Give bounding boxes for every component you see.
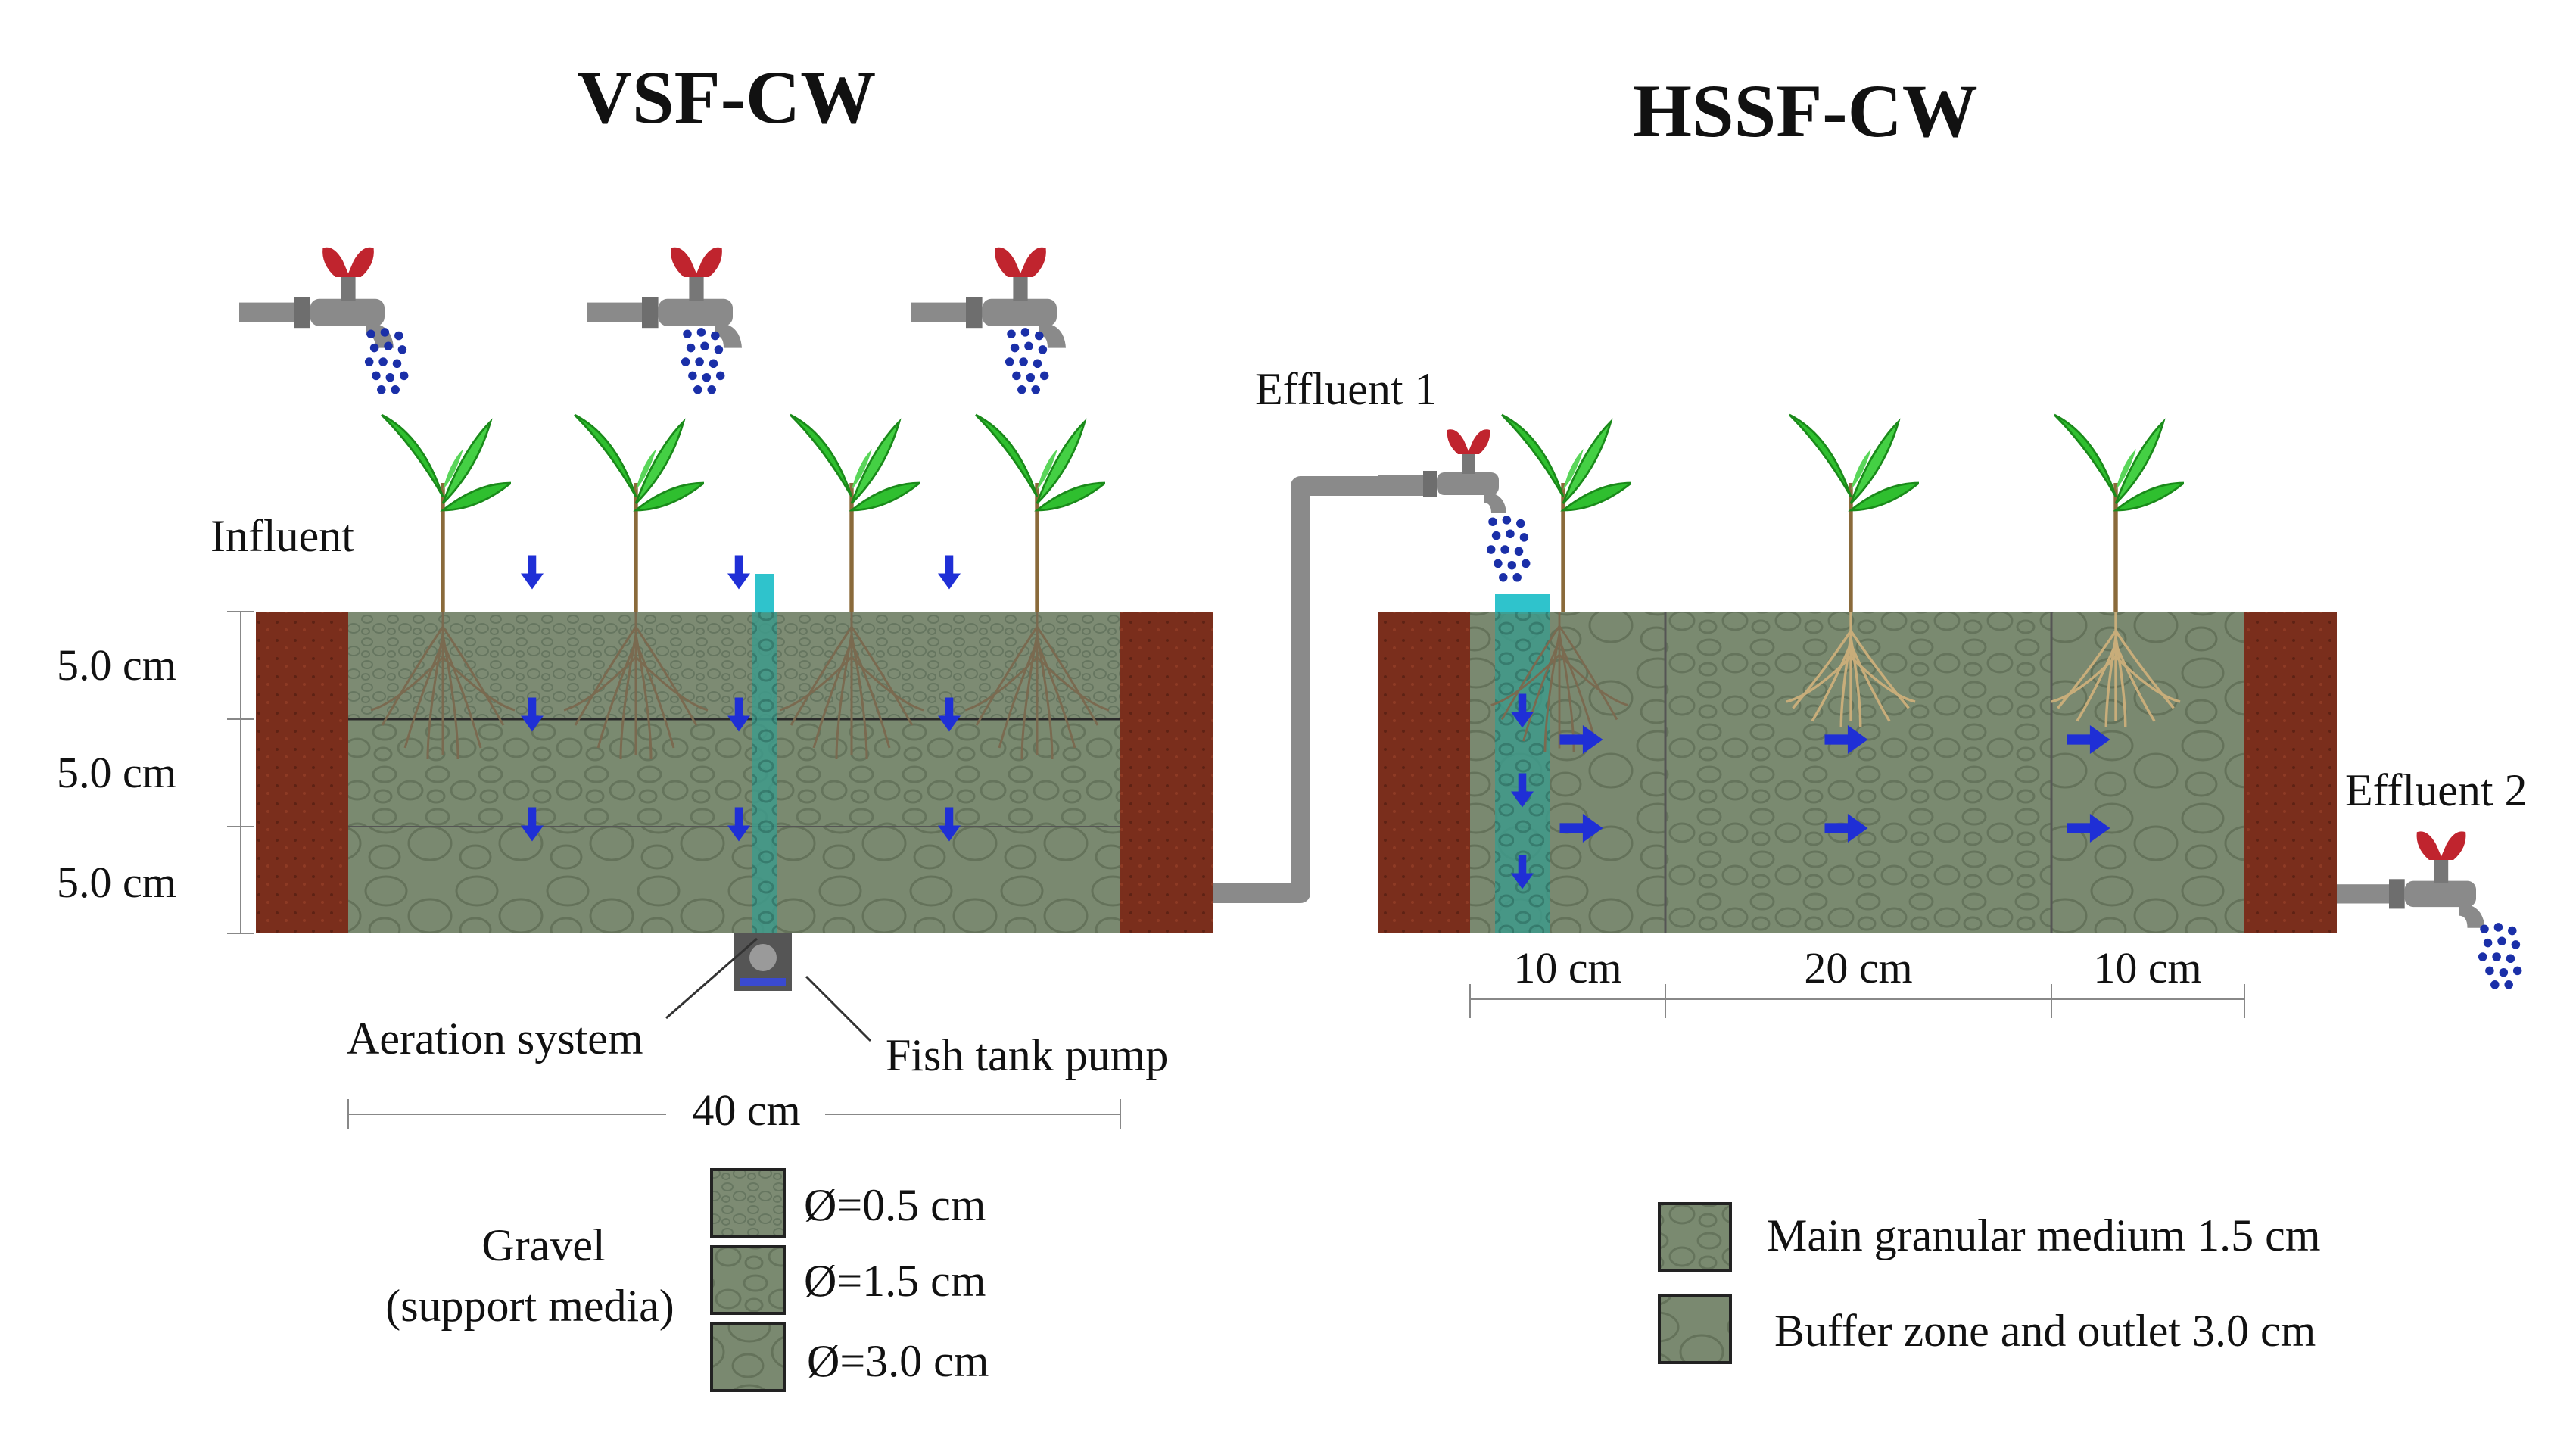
- legend-item-1-5: Ø=1.5 cm: [804, 1256, 986, 1306]
- dim-hssf-main: 20 cm: [1804, 943, 1912, 992]
- water-drops-icon: [1486, 516, 1531, 582]
- plant-icon: [1789, 415, 1919, 612]
- legend-swatch-main: [1658, 1202, 1732, 1272]
- gravel-legend: Gravel (support media) Ø=0.5 cm Ø=1.5 cm…: [385, 1168, 989, 1392]
- label-fish-tank-pump: Fish tank pump: [886, 1030, 1168, 1080]
- hssf-length-dimensions: 10 cm 20 cm 10 cm: [1469, 943, 2245, 1018]
- water-drops-icon: [1005, 328, 1049, 394]
- plant-icon: [575, 415, 704, 612]
- vsf-layer-mid: [348, 719, 1120, 827]
- gravel-legend-title: Gravel: [481, 1220, 605, 1270]
- water-tap-icon: [587, 247, 742, 348]
- water-tap-icon: [911, 247, 1066, 348]
- vsf-tank: [256, 612, 1213, 933]
- arrow-down-icon: [938, 555, 961, 590]
- label-effluent-1: Effluent 1: [1255, 364, 1438, 414]
- legend-item-0-5: Ø=0.5 cm: [804, 1180, 986, 1230]
- connecting-pipe: [1213, 476, 1423, 903]
- vsf-layer-bot: [348, 827, 1120, 933]
- plant-icon: [1502, 415, 1631, 612]
- title-vsf: VSF-CW: [578, 55, 876, 139]
- legend-item-main: Main granular medium 1.5 cm: [1767, 1210, 2320, 1260]
- legend-item-3-0: Ø=3.0 cm: [807, 1336, 989, 1386]
- legend-swatch-3-0: [710, 1322, 786, 1392]
- legend-swatch-0-5: [710, 1168, 786, 1238]
- arrow-down-icon: [727, 555, 750, 590]
- dim-vsf-length: 40 cm: [692, 1086, 800, 1135]
- water-drops-icon: [681, 328, 725, 394]
- hssf-left-wall: [1378, 612, 1470, 933]
- label-effluent-2: Effluent 2: [2345, 765, 2528, 815]
- gravel-legend-subtitle: (support media): [385, 1281, 674, 1331]
- vsf-right-wall: [1120, 612, 1213, 933]
- pump-leader-line: [805, 975, 872, 1042]
- dim-layer-top: 5.0 cm: [57, 640, 176, 690]
- dim-layer-bot: 5.0 cm: [57, 858, 176, 907]
- vsf-left-wall: [256, 612, 348, 933]
- medium-legend: Main granular medium 1.5 cm Buffer zone …: [1658, 1202, 2320, 1364]
- dim-hssf-outlet: 10 cm: [2093, 943, 2201, 992]
- plant-icon: [2054, 415, 2184, 612]
- vsf-layer-top: [348, 612, 1120, 719]
- legend-swatch-1-5: [710, 1245, 786, 1315]
- plant-icon: [790, 415, 920, 612]
- hssf-right-wall: [2244, 612, 2337, 933]
- influent-taps: [239, 247, 1066, 394]
- legend-swatch-buffer: [1658, 1294, 1732, 1364]
- label-influent: Influent: [210, 511, 354, 561]
- dim-layer-mid: 5.0 cm: [57, 748, 176, 797]
- effluent-2-tap-icon: [2337, 831, 2485, 928]
- aeration-column: [734, 574, 792, 991]
- plant-icon: [382, 415, 511, 612]
- title-hssf: HSSF-CW: [1633, 69, 1978, 153]
- effluent-1-tap-icon: [1378, 429, 1506, 513]
- hssf-outlet-zone: [2051, 612, 2244, 933]
- water-drops-icon: [2478, 923, 2522, 989]
- dim-hssf-inlet: 10 cm: [1513, 943, 1621, 992]
- aeration-leader-line: [665, 937, 758, 1020]
- legend-item-buffer: Buffer zone and outlet 3.0 cm: [1774, 1306, 2316, 1356]
- plant-icon: [976, 415, 1105, 612]
- label-aeration-system: Aeration system: [347, 1014, 643, 1064]
- arrow-down-icon: [521, 555, 544, 590]
- vsf-depth-dimensions: 5.0 cm 5.0 cm 5.0 cm: [57, 611, 254, 934]
- vsf-length-dimension: 40 cm: [347, 1086, 1121, 1135]
